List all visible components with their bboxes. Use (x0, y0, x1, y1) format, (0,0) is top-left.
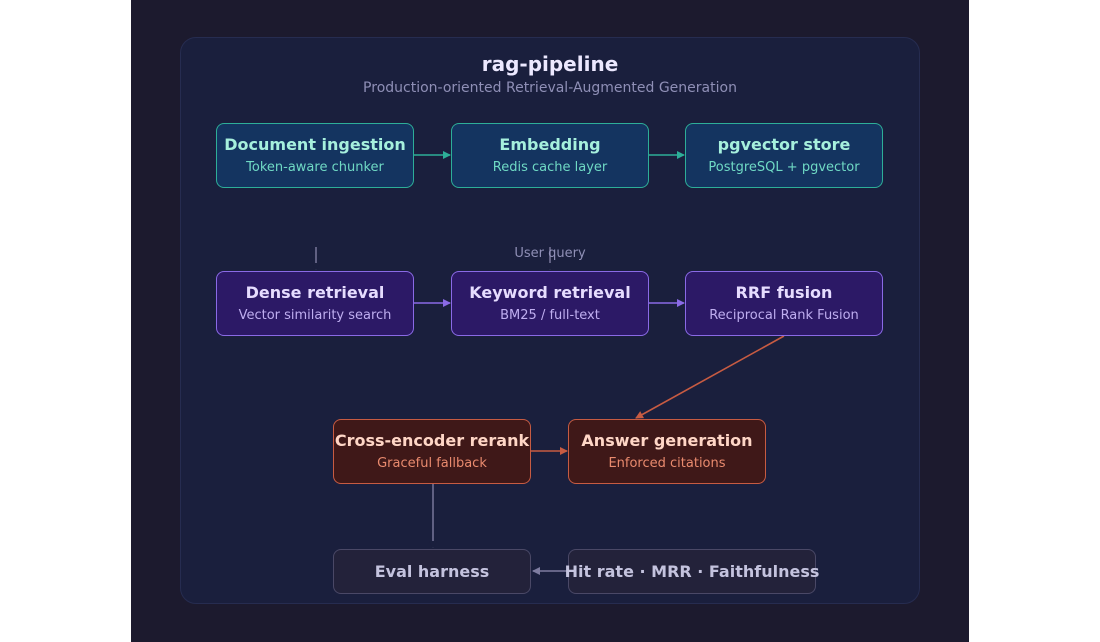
diagram-subtitle: Production-oriented Retrieval-Augmented … (363, 80, 737, 96)
node-dense-retrieval: Dense retrieval Vector similarity search (216, 271, 414, 336)
node-keyword-retrieval: Keyword retrieval BM25 / full-text (451, 271, 649, 336)
node-answer-generation: Answer generation Enforced citations (568, 419, 766, 484)
user-query-label: User query (514, 246, 586, 261)
node-metrics: Hit rate · MRR · Faithfulness (565, 549, 819, 594)
node-title: Embedding (499, 135, 601, 154)
node-title: Hit rate · MRR · Faithfulness (564, 561, 820, 581)
node-subtitle: Vector similarity search (238, 308, 392, 323)
edge-rrf-answer (635, 335, 785, 419)
node-title: Keyword retrieval (469, 283, 631, 302)
node-title: RRF fusion (735, 283, 833, 302)
node-document-ingestion: Document ingestion Token-aware chunker (216, 123, 414, 188)
node-embedding: Embedding Redis cache layer (451, 123, 649, 188)
node-rrf-fusion: RRF fusion Reciprocal Rank Fusion (685, 271, 883, 336)
node-subtitle: Redis cache layer (492, 160, 608, 175)
node-subtitle: PostgreSQL + pgvector (708, 160, 860, 175)
node-cross-encoder-rerank: Cross-encoder rerank Graceful fallback (333, 419, 531, 484)
node-subtitle: Enforced citations (608, 456, 726, 471)
node-subtitle: BM25 / full-text (500, 308, 600, 323)
node-title: Document ingestion (224, 135, 406, 154)
node-title: Dense retrieval (245, 283, 385, 302)
diagram-title: rag-pipeline (481, 52, 619, 76)
node-title: Cross-encoder rerank (334, 431, 530, 450)
node-pgvector-store: pgvector store PostgreSQL + pgvector (685, 123, 883, 188)
node-subtitle: Graceful fallback (377, 456, 487, 471)
node-subtitle: Token-aware chunker (246, 160, 384, 175)
node-title: pgvector store (717, 135, 851, 154)
node-title: Answer generation (581, 431, 753, 450)
node-eval-harness: Eval harness (333, 549, 531, 594)
node-subtitle: Reciprocal Rank Fusion (709, 308, 859, 323)
node-title: Eval harness (374, 561, 490, 581)
